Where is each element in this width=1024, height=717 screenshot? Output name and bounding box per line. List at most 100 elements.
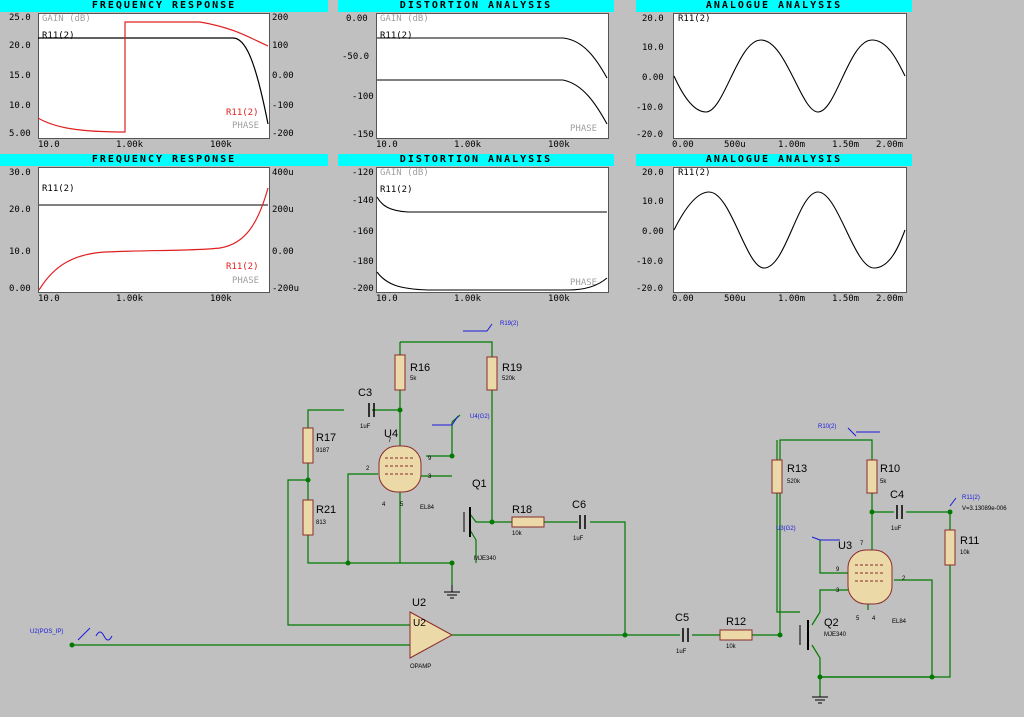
resistor-r21[interactable]: R21 813 [302,499,336,536]
svg-text:9187: 9187 [316,448,330,454]
x-tick: 10.0 [38,294,60,304]
svg-text:Q2: Q2 [824,617,839,629]
graph-panel-frequency-response-1[interactable]: FREQUENCY RESPONSE GAIN (dB) R11(2) R11(… [0,0,328,152]
x-tick: 100k [548,140,570,150]
resistor-r11[interactable]: R11 10k [944,529,979,566]
plot-area[interactable] [673,13,907,139]
y2-tick: -200 [272,129,294,139]
y-tick: 20.0 [9,205,31,215]
y-tick: 10.0 [642,43,664,53]
plot-area[interactable] [673,167,907,293]
svg-text:R11: R11 [960,535,979,547]
capacitor-c4[interactable]: C4 1uF [890,489,904,532]
resistor-r19[interactable]: R19 520k [486,356,522,391]
trace-label-right: R11(2) [226,262,259,272]
schematic-canvas[interactable]: R16 5k R19 520k R17 9187 R21 813 R18 10k… [0,305,1024,717]
resistor-r16[interactable]: R16 5k [394,354,430,391]
trace-curves [37,21,269,133]
graph-title: DISTORTION ANALYSIS [338,154,614,166]
signal-generator-probe[interactable]: U2(POS_IP) [30,627,113,641]
graph-panel-distortion-analysis-2[interactable]: DISTORTION ANALYSIS GAIN (dB) R11(2) PHA… [338,154,614,306]
resistor-r18[interactable]: R18 10k [511,504,545,537]
y-tick: -120 [352,168,374,178]
voltage-probe-u4-g2[interactable]: U4(G2) [432,414,490,426]
y2-tick: 0.00 [272,71,294,81]
opamp-u2[interactable]: U2 U2 OPAMP [409,597,454,670]
plot-area[interactable] [376,13,609,139]
y-tick: -200 [352,284,374,294]
svg-text:R16: R16 [410,362,430,374]
svg-text:7: 7 [860,541,864,547]
x-tick: 1.00k [454,140,482,150]
trace-curves [377,37,608,125]
transistor-q1[interactable]: Q1 MJE340 [463,478,497,562]
x-tick: 1.00m [778,294,806,304]
trace-label: R11(2) [42,184,75,194]
x-tick: 2.00m [876,294,904,304]
trace-curves [376,196,608,291]
y-tick: 25.0 [9,13,31,23]
y-tick: 10.0 [9,247,31,257]
svg-text:U4(G2): U4(G2) [470,414,490,420]
y-tick: 10.0 [642,197,664,207]
voltage-probe-r11[interactable]: R11(2) V=3.13089e-006 [949,495,1007,512]
svg-text:2: 2 [902,576,906,582]
svg-text:1uF: 1uF [891,526,902,532]
resistor-r17[interactable]: R17 9187 [302,427,336,464]
y2-tick: 0.00 [272,247,294,257]
svg-text:10k: 10k [960,550,971,556]
plot-area[interactable] [376,167,609,293]
voltage-probe-r10[interactable]: R10(2) [818,424,880,437]
y-tick: 20.0 [9,41,31,51]
y-tick: -10.0 [636,257,664,267]
y-tick: 0.00 [9,284,31,294]
svg-text:R12: R12 [726,616,746,628]
svg-text:10k: 10k [726,644,737,650]
trace-label-right: R11(2) [226,108,259,118]
resistor-r12[interactable]: R12 10k [719,616,753,650]
valve-u4[interactable]: U4 EL84 7 9 2 3 4 5 [366,428,435,511]
x-tick: 1.00k [116,294,144,304]
y2-tick: 100 [272,41,289,51]
x-tick: 1.00k [116,140,144,150]
svg-text:U3(G2): U3(G2) [776,526,796,532]
x-tick: 2.00m [876,140,904,150]
svg-text:R11(2): R11(2) [962,495,980,501]
trace-curves [673,39,906,113]
capacitor-c3[interactable]: C3 1uF [358,387,375,430]
svg-text:3: 3 [428,474,432,480]
svg-text:R21: R21 [316,504,336,516]
y2-tick: 200 [272,13,289,23]
transistor-q2[interactable]: Q2 MJE340 [799,617,847,650]
capacitor-c5[interactable]: C5 1uF [675,612,689,655]
svg-text:5k: 5k [410,376,417,382]
phase-label: PHASE [232,121,260,131]
graph-panel-distortion-analysis-1[interactable]: DISTORTION ANALYSIS GAIN (dB) R11(2) PHA… [338,0,614,152]
y-tick: 20.0 [642,14,664,24]
y-tick: 30.0 [9,168,31,178]
graph-title: ANALOGUE ANALYSIS [636,0,912,12]
y-tick: -20.0 [636,130,664,140]
resistor-r13[interactable]: R13 520k [771,459,807,494]
graph-panel-frequency-response-2[interactable]: FREQUENCY RESPONSE R11(2) R11(2) PHASE 3… [0,154,328,306]
plot-area[interactable] [38,13,270,139]
valve-u3[interactable]: U3 EL84 7 9 2 3 4 5 [836,540,907,625]
resistor-r10[interactable]: R10 5k [866,459,900,494]
wires [72,341,951,697]
svg-text:MJE340: MJE340 [824,632,847,638]
x-tick: 500u [724,294,746,304]
svg-text:4: 4 [872,616,876,622]
plot-area[interactable] [38,167,270,293]
capacitor-c6[interactable]: C6 1uF [572,499,586,542]
y-tick: 15.0 [9,71,31,81]
x-tick: 500u [724,140,746,150]
voltage-probe-r19[interactable]: R19(2) [463,321,518,332]
svg-text:R17: R17 [316,432,336,444]
x-tick: 1.00k [454,294,482,304]
svg-text:9: 9 [428,456,432,462]
x-tick: 0.00 [672,294,694,304]
graph-panel-analogue-analysis-1[interactable]: ANALOGUE ANALYSIS R11(2) 20.0 10.0 0.00 … [636,0,912,152]
phase-label: PHASE [232,276,260,286]
voltage-probe-u3-g2[interactable]: U3(G2) [776,526,840,541]
graph-panel-analogue-analysis-2[interactable]: ANALOGUE ANALYSIS R11(2) 20.0 10.0 0.00 … [636,154,912,306]
